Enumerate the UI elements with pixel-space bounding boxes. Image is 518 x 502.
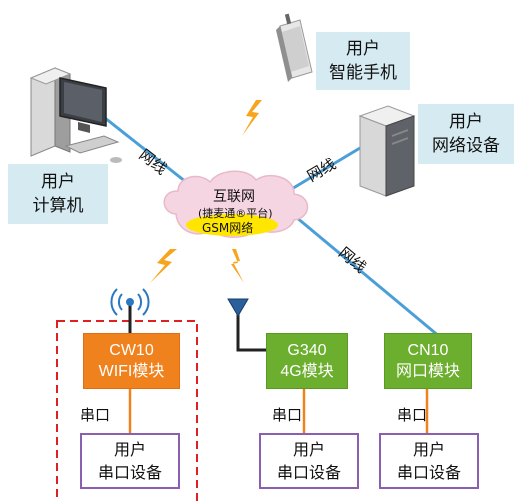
serial-device-1: 用户 串口设备 [80,433,180,489]
serial-device-1-line2: 串口设备 [97,463,162,482]
serial-device-2-line1: 用户 [292,440,325,459]
cn10-line2: 网口模块 [395,363,460,380]
lightning-icon-g340 [231,249,244,283]
serial-device-2: 用户 串口设备 [259,433,359,489]
antenna-cable [236,313,270,352]
serial-device-3-line2: 串口设备 [396,463,461,482]
serial-label-2: 串口 [272,406,303,424]
serial-device-2-line2: 串口设备 [276,463,341,482]
cn10-module: CN10 网口模块 [384,333,472,389]
cn10-line1: CN10 [407,342,449,359]
g340-line2: 4G模块 [280,363,334,380]
phone-label-line2: 智能手机 [329,63,397,83]
phone-label: 用户 智能手机 [316,32,410,90]
serial-label-1: 串口 [80,406,111,424]
pc-label-line2: 计算机 [32,196,84,216]
cw10-module: CW10 WIFI模块 [83,333,180,389]
gsm-label: GSM网络 [202,221,254,235]
antenna-icon [227,298,249,317]
cable-cn10 [289,210,441,339]
internet-subtitle: (捷麦通®平台) [198,207,273,220]
internet-title: 互联网 [213,189,255,205]
serial-device-1-line1: 用户 [113,440,146,459]
dashed-frame [56,320,198,502]
pc-label: 用户 计算机 [8,164,108,224]
server-label-line2: 网络设备 [432,136,500,156]
cw10-line2: WIFI模块 [98,363,165,380]
serial-label-3: 串口 [397,406,428,424]
internet-cloud [163,170,309,238]
smartphone-icon [276,13,313,82]
phone-label-line1: 用户 [346,39,380,59]
cable-server [289,146,361,192]
computer-icon [29,67,122,163]
server-label-line1: 用户 [449,112,483,132]
lightning-icon-phone [242,100,262,136]
lightning-icon-cw10 [150,249,177,283]
g340-module: G340 4G模块 [266,333,348,389]
cw10-line1: CW10 [109,342,154,359]
wifi-icon [110,288,150,316]
server-icon [358,105,416,197]
g340-line1: G340 [287,342,327,359]
serial-device-3: 用户 串口设备 [379,433,479,489]
serial-device-3-line1: 用户 [412,440,445,459]
pc-label-line1: 用户 [41,172,75,192]
server-label: 用户 网络设备 [418,104,514,164]
